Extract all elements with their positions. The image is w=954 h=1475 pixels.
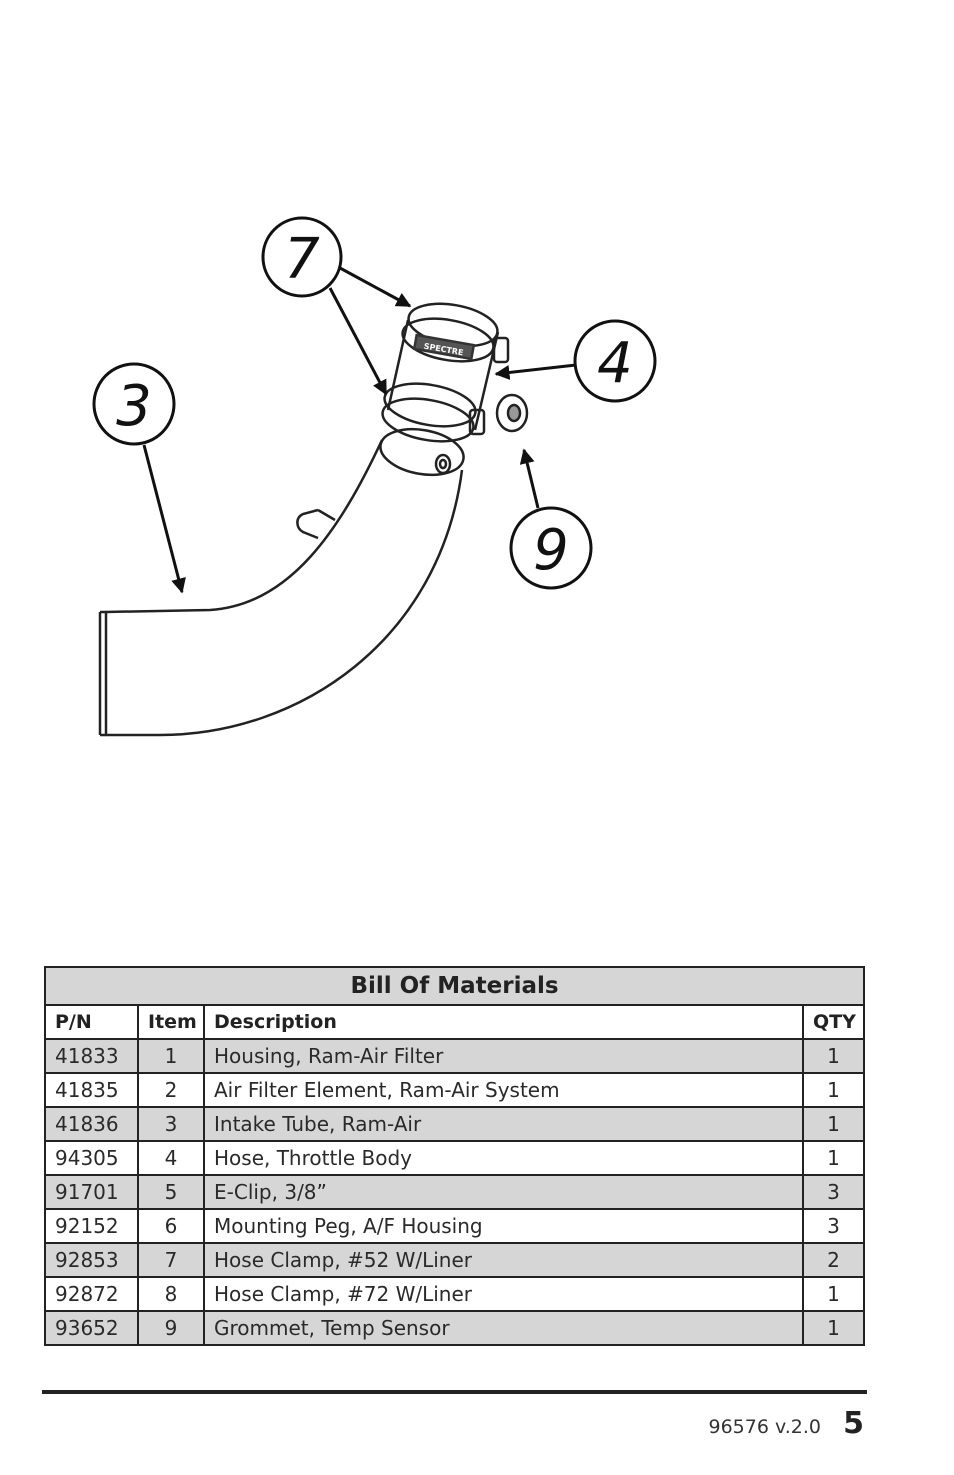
table-row: 41835 2 Air Filter Element, Ram-Air Syst… — [44, 1072, 866, 1108]
cell-pn: 92872 — [44, 1276, 139, 1312]
table-title: Bill Of Materials — [43, 966, 866, 1006]
callout-3: 3 — [92, 362, 176, 446]
header-pn: P/N — [44, 1004, 139, 1040]
cell-pn: 41835 — [44, 1072, 139, 1108]
cell-qty: 2 — [801, 1242, 866, 1278]
cell-qty: 1 — [801, 1106, 866, 1142]
cell-item: 2 — [137, 1072, 205, 1108]
cell-description: Housing, Ram-Air Filter — [203, 1038, 804, 1074]
cell-pn: 41836 — [44, 1106, 139, 1142]
cell-item: 8 — [137, 1276, 205, 1312]
cell-description: Intake Tube, Ram-Air — [203, 1106, 804, 1142]
cell-qty: 1 — [801, 1140, 866, 1176]
cell-item: 7 — [137, 1242, 205, 1278]
cell-pn: 92853 — [44, 1242, 139, 1278]
callout-4: 4 — [573, 319, 657, 403]
cell-item: 3 — [137, 1106, 205, 1142]
cell-pn: 94305 — [44, 1140, 139, 1176]
leader-arrows — [142, 266, 577, 594]
svg-text:3: 3 — [116, 374, 152, 439]
parts-diagram: SPECTRE 7 3 4 9 — [92, 216, 657, 737]
cell-description: Grommet, Temp Sensor — [203, 1310, 804, 1346]
table-row: 92872 8 Hose Clamp, #72 W/Liner 1 — [44, 1276, 866, 1312]
cell-description: Hose, Throttle Body — [203, 1140, 804, 1176]
cell-description: Air Filter Element, Ram-Air System — [203, 1072, 804, 1108]
cell-qty: 1 — [801, 1276, 866, 1312]
cell-item: 6 — [137, 1208, 205, 1244]
arrow-7a — [339, 266, 412, 308]
cell-qty: 3 — [801, 1208, 866, 1244]
cell-qty: 3 — [801, 1174, 866, 1210]
table-header-row: P/N Item Description QTY — [44, 1004, 866, 1040]
table-title-row: Bill Of Materials — [43, 966, 866, 1006]
table-row: 92853 7 Hose Clamp, #52 W/Liner 2 — [44, 1242, 866, 1278]
page-number: 5 — [843, 1406, 864, 1441]
table-row: 92152 6 Mounting Peg, A/F Housing 3 — [44, 1208, 866, 1244]
cell-description: E-Clip, 3/8” — [203, 1174, 804, 1210]
footer-divider — [42, 1390, 867, 1394]
cell-pn: 92152 — [44, 1208, 139, 1244]
callout-9: 9 — [509, 506, 593, 590]
cell-item: 5 — [137, 1174, 205, 1210]
bill-of-materials-table: Bill Of Materials P/N Item Description Q… — [43, 966, 866, 1346]
cell-description: Mounting Peg, A/F Housing — [203, 1208, 804, 1244]
arrow-3 — [142, 444, 186, 594]
cell-qty: 1 — [801, 1072, 866, 1108]
table-row: 91701 5 E-Clip, 3/8” 3 — [44, 1174, 866, 1210]
cell-qty: 1 — [801, 1310, 866, 1346]
header-description: Description — [203, 1004, 804, 1040]
cell-item: 4 — [137, 1140, 205, 1176]
svg-text:4: 4 — [597, 331, 633, 396]
header-qty: QTY — [801, 1004, 866, 1040]
cell-pn: 91701 — [44, 1174, 139, 1210]
hose-and-clamps-drawing — [381, 302, 510, 443]
svg-text:7: 7 — [284, 227, 320, 292]
intake-tube-drawing — [98, 427, 465, 737]
callout-7: 7 — [261, 216, 343, 298]
arrow-9 — [519, 448, 540, 509]
table-row: 41836 3 Intake Tube, Ram-Air 1 — [44, 1106, 866, 1142]
arrow-7b — [328, 287, 388, 396]
table-row: 93652 9 Grommet, Temp Sensor 1 — [44, 1310, 866, 1346]
svg-text:9: 9 — [533, 518, 569, 583]
cell-item: 9 — [137, 1310, 205, 1346]
arrow-4 — [494, 363, 577, 380]
cell-qty: 1 — [801, 1038, 866, 1074]
cell-description: Hose Clamp, #52 W/Liner — [203, 1242, 804, 1278]
table-row: 94305 4 Hose, Throttle Body 1 — [44, 1140, 866, 1176]
document-number: 96576 v.2.0 — [708, 1416, 821, 1438]
cell-item: 1 — [137, 1038, 205, 1074]
cell-pn: 41833 — [44, 1038, 139, 1074]
header-item: Item — [137, 1004, 205, 1040]
grommet-drawing — [495, 393, 529, 433]
table-row: 41833 1 Housing, Ram-Air Filter 1 — [44, 1038, 866, 1074]
cell-pn: 93652 — [44, 1310, 139, 1346]
cell-description: Hose Clamp, #72 W/Liner — [203, 1276, 804, 1312]
